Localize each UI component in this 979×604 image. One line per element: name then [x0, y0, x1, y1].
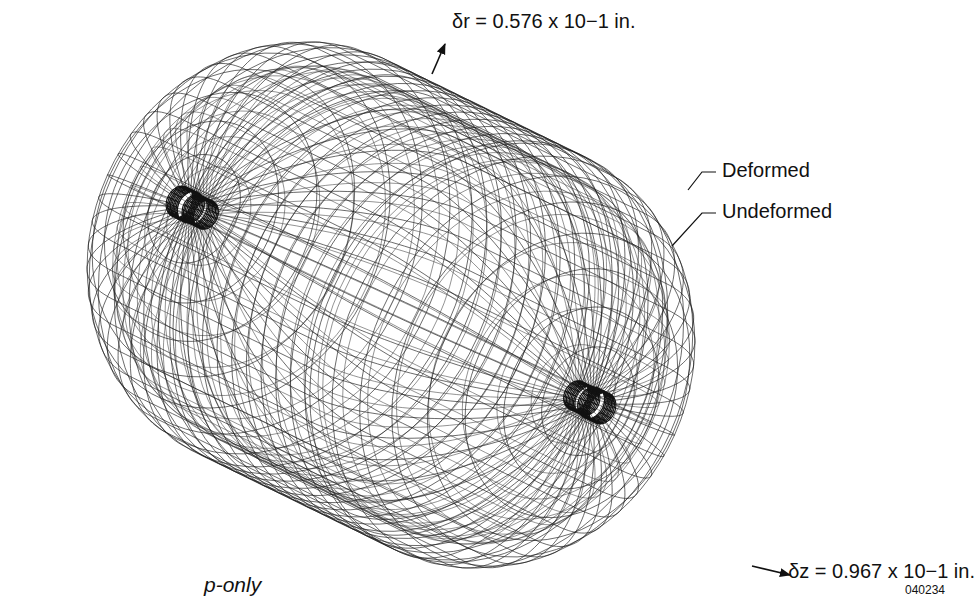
displacement-label: δz = 0.967 x 10−1 in.: [788, 560, 975, 583]
end-boss: [182, 194, 600, 415]
displacement-label: δr = 0.576 x 10−1 in.: [452, 10, 635, 33]
radial-arrow: [432, 44, 445, 74]
callout-label: Undeformed: [722, 200, 832, 223]
figure-number: 040234: [905, 584, 945, 598]
deformed-mesh: [87, 42, 695, 568]
leader-line: [688, 172, 716, 190]
wireframe-mesh: [87, 42, 695, 568]
axial-arrow: [752, 566, 790, 575]
leader-line: [672, 213, 716, 246]
undeformed-mesh: [113, 66, 670, 544]
figure-caption: p-only: [204, 573, 261, 597]
callout-label: Deformed: [722, 159, 810, 182]
end-boss: [166, 186, 616, 424]
